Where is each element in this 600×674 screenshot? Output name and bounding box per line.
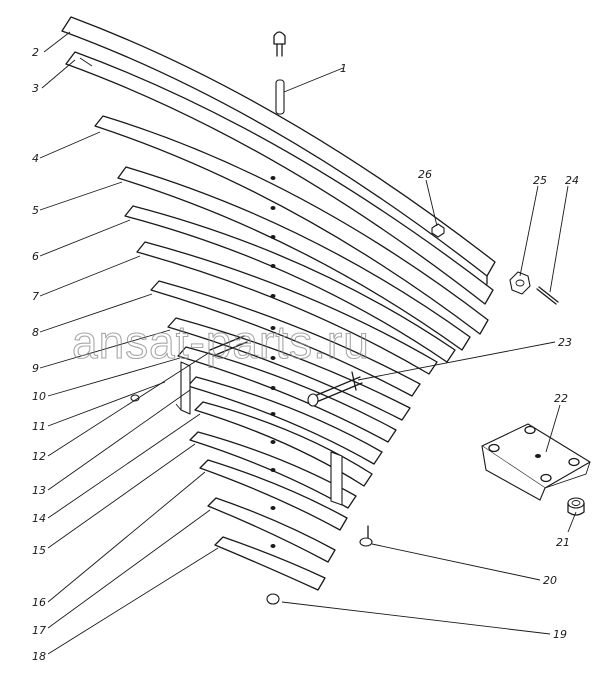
callout-2: 2 — [32, 46, 39, 59]
leaf-17 — [207, 497, 336, 563]
callout-9: 9 — [32, 362, 39, 375]
callout-12: 12 — [32, 450, 46, 463]
nut-part-26 — [431, 223, 445, 238]
callout-23: 23 — [558, 336, 572, 349]
leaf-7 — [136, 241, 438, 375]
callout-13: 13 — [32, 484, 46, 497]
leaf-9 — [167, 317, 411, 421]
callout-3: 3 — [32, 82, 39, 95]
leaf-4 — [94, 115, 489, 335]
leaf-13 — [187, 376, 383, 465]
pin-part-20 — [359, 525, 373, 547]
nut-part-25 — [509, 271, 531, 295]
leaf-8 — [150, 280, 421, 397]
callout-20: 20 — [543, 574, 557, 587]
callout-18: 18 — [32, 650, 46, 663]
leaf-6 — [124, 205, 456, 363]
leaf-3 — [65, 51, 494, 305]
callout-14: 14 — [32, 512, 46, 525]
callout-5: 5 — [32, 204, 39, 217]
bolt-part-24 — [536, 286, 559, 305]
leaf-16 — [199, 459, 348, 531]
callout-16: 16 — [32, 596, 46, 609]
leaf-10 — [177, 346, 397, 443]
leaf-2 — [61, 16, 496, 285]
watermark-text: ansat-parts.ru — [72, 316, 370, 368]
leaf-5 — [117, 166, 471, 351]
callout-25: 25 — [533, 174, 547, 187]
centre-holes — [270, 176, 276, 548]
clamp-bolt-part-23 — [307, 371, 363, 407]
callout-8: 8 — [32, 326, 39, 339]
rebound-clip-right — [330, 451, 343, 506]
callout-21: 21 — [556, 536, 570, 549]
spring-pad-part-22 — [481, 423, 591, 501]
leaf-18 — [214, 536, 326, 591]
bushing-part-21 — [567, 497, 585, 516]
callout-4: 4 — [32, 152, 39, 165]
nut-part-19 — [266, 593, 280, 605]
leaf-14 — [194, 401, 373, 487]
centre-bolt-part-1 — [273, 31, 286, 115]
callout-11: 11 — [32, 420, 46, 433]
callout-6: 6 — [32, 250, 39, 263]
callout-22: 22 — [554, 392, 568, 405]
callout-10: 10 — [32, 390, 46, 403]
clamp-rod-part-12 — [209, 335, 248, 357]
callout-7: 7 — [32, 290, 39, 303]
callout-15: 15 — [32, 544, 46, 557]
callout-24: 24 — [565, 174, 579, 187]
callout-26: 26 — [418, 168, 432, 181]
leader-lines — [39, 31, 577, 655]
callout-17: 17 — [32, 624, 46, 637]
callout-19: 19 — [553, 628, 567, 641]
callout-labels: 1 2 3 4 5 6 7 8 9 10 11 12 13 14 15 16 1… — [32, 46, 579, 663]
rebound-clip-left — [175, 361, 191, 415]
callout-1: 1 — [340, 62, 347, 75]
